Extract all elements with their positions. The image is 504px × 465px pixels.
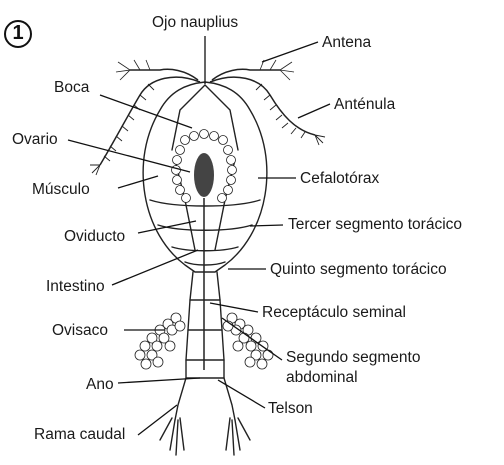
- leader-antenula: [298, 104, 330, 118]
- segment-line-3: [172, 247, 238, 251]
- ovisac-right: [223, 313, 273, 369]
- label-ovario: Ovario: [12, 131, 58, 148]
- leader-intestino: [112, 250, 198, 285]
- segment-line-1: [150, 200, 260, 206]
- segment-line-4: [185, 262, 225, 265]
- label-cefalotorax: Cefalotórax: [300, 170, 379, 187]
- leader-oviducto: [138, 221, 196, 233]
- caudal-setae-right: [226, 418, 250, 455]
- label-segundo-segmento: Segundo segmento: [286, 349, 420, 366]
- label-ovisaco: Ovisaco: [52, 322, 108, 339]
- label-boca: Boca: [54, 79, 89, 96]
- leader-ovario: [68, 140, 190, 172]
- label-ano: Ano: [86, 376, 114, 393]
- label-oviducto: Oviducto: [64, 228, 125, 245]
- abdomen-outline: [186, 272, 224, 378]
- label-receptaculo: Receptáculo seminal: [262, 304, 406, 321]
- label-intestino: Intestino: [46, 278, 105, 295]
- label-abdominal: abdominal: [286, 369, 358, 386]
- ovary-dark-center: [194, 153, 214, 197]
- label-rama-caudal: Rama caudal: [34, 426, 125, 443]
- label-telson: Telson: [268, 400, 313, 417]
- figure-number: 1: [4, 20, 32, 48]
- label-antenula: Anténula: [334, 96, 395, 113]
- leader-tercer: [250, 225, 283, 226]
- label-musculo: Músculo: [32, 181, 90, 198]
- label-tercer-segmento: Tercer segmento torácico: [288, 216, 462, 233]
- label-antena: Antena: [322, 34, 371, 51]
- leader-musculo: [118, 176, 158, 188]
- leader-receptaculo: [210, 303, 258, 312]
- ovisac-left: [135, 313, 185, 369]
- label-quinto-segmento: Quinto segmento torácico: [270, 261, 447, 278]
- caudal-setae-left: [160, 418, 184, 455]
- leader-antena: [262, 42, 318, 62]
- label-ojo-nauplius: Ojo nauplius: [152, 14, 238, 31]
- leader-telson: [218, 380, 265, 408]
- leader-ano: [118, 378, 200, 383]
- furca-left: [175, 378, 186, 420]
